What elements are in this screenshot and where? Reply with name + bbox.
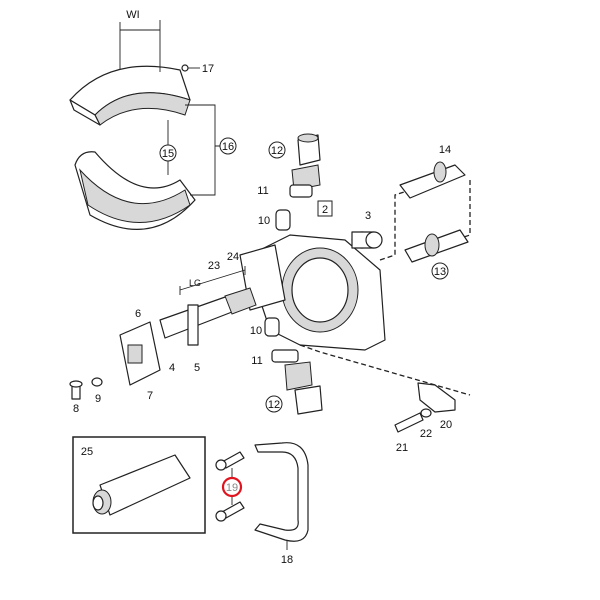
label-6: 6 (135, 308, 141, 320)
label-7: 7 (147, 390, 153, 402)
washer-22[interactable] (420, 408, 432, 418)
label-8: 8 (73, 403, 79, 415)
label-21: 21 (396, 442, 408, 454)
label-5: 5 (194, 362, 200, 374)
bushing-3[interactable] (351, 231, 383, 249)
brake-shoe-upper[interactable] (69, 20, 191, 126)
highlight-ring-19 (221, 476, 243, 498)
actuator-14[interactable] (399, 161, 466, 199)
label-17: 17 (202, 63, 214, 75)
dashed-link-20 (299, 344, 471, 396)
label-22: 22 (420, 428, 432, 440)
label-2: 2 (322, 204, 328, 216)
dimension-lg (179, 266, 246, 295)
label-10-upper: 10 (258, 215, 270, 227)
label-25: 25 (81, 446, 93, 458)
label-4: 4 (169, 362, 175, 374)
bracket-6[interactable] (119, 321, 161, 386)
label-11-upper: 11 (257, 185, 268, 197)
knuckle-housing[interactable] (239, 234, 386, 351)
kingpin-upper[interactable] (289, 133, 321, 198)
label-13: 13 (434, 266, 446, 278)
pin-10-lower[interactable] (264, 317, 280, 337)
label-10-lower: 10 (250, 325, 262, 337)
strap-18[interactable] (254, 442, 309, 542)
label-lg: LG (189, 278, 201, 288)
label-20: 20 (440, 419, 452, 431)
label-23: 23 (208, 260, 220, 272)
label-wi: WI (126, 9, 139, 21)
bolt-19-upper[interactable] (215, 451, 245, 471)
washer-9[interactable] (91, 377, 103, 387)
camshaft[interactable] (159, 287, 257, 346)
label-15: 15 (162, 148, 174, 160)
label-16: 16 (222, 141, 234, 153)
label-19[interactable]: 19 (226, 482, 238, 494)
bolt-21[interactable] (394, 412, 424, 433)
label-9: 9 (95, 393, 101, 405)
label-12-lower: 12 (268, 399, 280, 411)
label-3: 3 (365, 210, 371, 222)
kingpin-lower[interactable] (271, 349, 323, 415)
rivet-17 (181, 64, 189, 72)
pin-10-upper[interactable] (275, 209, 291, 231)
label-11-lower: 11 (251, 355, 262, 367)
actuator-13[interactable] (404, 229, 469, 263)
brake-shoe-lower[interactable] (74, 151, 196, 231)
label-18: 18 (281, 554, 293, 566)
bracket-20[interactable] (417, 382, 456, 413)
bolt-19-lower[interactable] (215, 501, 245, 522)
label-24: 24 (227, 251, 239, 263)
bracket-16 (167, 104, 222, 196)
label-14: 14 (439, 144, 451, 156)
bolt-8[interactable] (69, 380, 83, 400)
label-12-upper: 12 (271, 145, 283, 157)
grease-nipple-5 (187, 304, 199, 346)
grease-tube[interactable] (92, 454, 191, 516)
